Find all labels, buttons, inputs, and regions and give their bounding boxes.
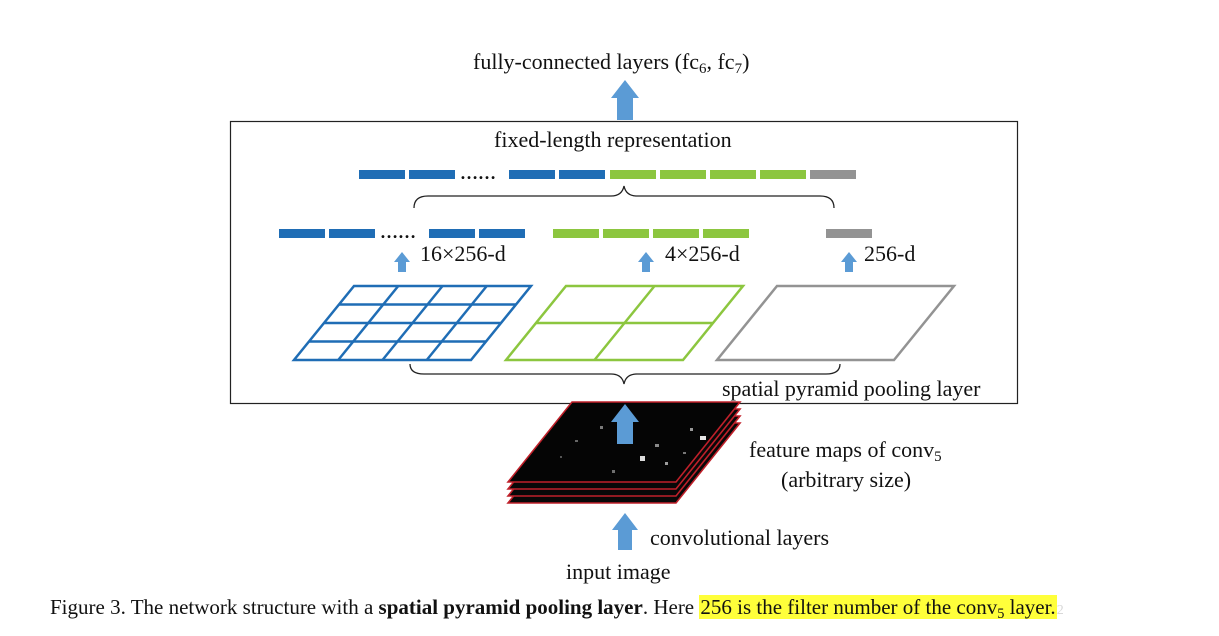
highlighted-text: 256 is the filter number of the conv5 la…: [699, 595, 1057, 622]
vector-segment-blue: [409, 170, 455, 179]
grid-1x1: [714, 284, 957, 362]
fc-layers-label: fully-connected layers (fc6, fc7): [473, 49, 750, 78]
bin1-segment: [826, 229, 872, 238]
arrow-up-icon: [612, 513, 638, 550]
conv-layers-label: convolutional layers: [650, 525, 830, 550]
bin16-segment: [429, 229, 475, 238]
pooled-bins-vectors: [279, 229, 872, 238]
fixed-length-vector: [359, 170, 856, 179]
bin1-label: 256-d: [864, 241, 916, 266]
vector-segment-green: [610, 170, 656, 179]
pooling-brace: [409, 363, 841, 385]
vector-segment-green: [710, 170, 756, 179]
bin16-label: 16×256-d: [420, 241, 506, 266]
bin4-segment: [703, 229, 749, 238]
fixed-length-label: fixed-length representation: [494, 127, 732, 152]
arrow-up-icon: [638, 252, 654, 272]
vector-segment-blue: [509, 170, 555, 179]
vector-segment-green: [760, 170, 806, 179]
vector-segment-green: [660, 170, 706, 179]
dots-top: ……: [460, 163, 496, 183]
bin4-segment: [603, 229, 649, 238]
bin16-segment: [329, 229, 375, 238]
dots-left: ……: [380, 222, 416, 242]
bin4-label: 4×256-d: [665, 241, 740, 266]
vector-segment-gray: [810, 170, 856, 179]
grid-2x2: [503, 284, 746, 362]
spp-layer-label: spatial pyramid pooling layer: [722, 376, 981, 401]
figure-caption: Figure 3. The network structure with a s…: [50, 595, 1064, 622]
grid-4x4: [291, 284, 534, 362]
vector-segment-blue: [559, 170, 605, 179]
arrow-up-icon: [841, 252, 857, 272]
arrow-up-icon: [394, 252, 410, 272]
vector-segment-blue: [359, 170, 405, 179]
bin4-segment: [653, 229, 699, 238]
arrow-up-icon: [611, 80, 639, 120]
bin16-segment: [479, 229, 525, 238]
concat-brace: [413, 185, 835, 209]
bin16-segment: [279, 229, 325, 238]
arbitrary-size-label: (arbitrary size): [781, 467, 912, 492]
feature-maps-label: feature maps of conv5: [749, 437, 942, 466]
input-image-label: input image: [566, 559, 671, 584]
feature-maps-stack: [506, 401, 742, 504]
arrow-up-icon: [611, 404, 639, 444]
bin4-segment: [553, 229, 599, 238]
watermark: 2: [1056, 603, 1064, 618]
